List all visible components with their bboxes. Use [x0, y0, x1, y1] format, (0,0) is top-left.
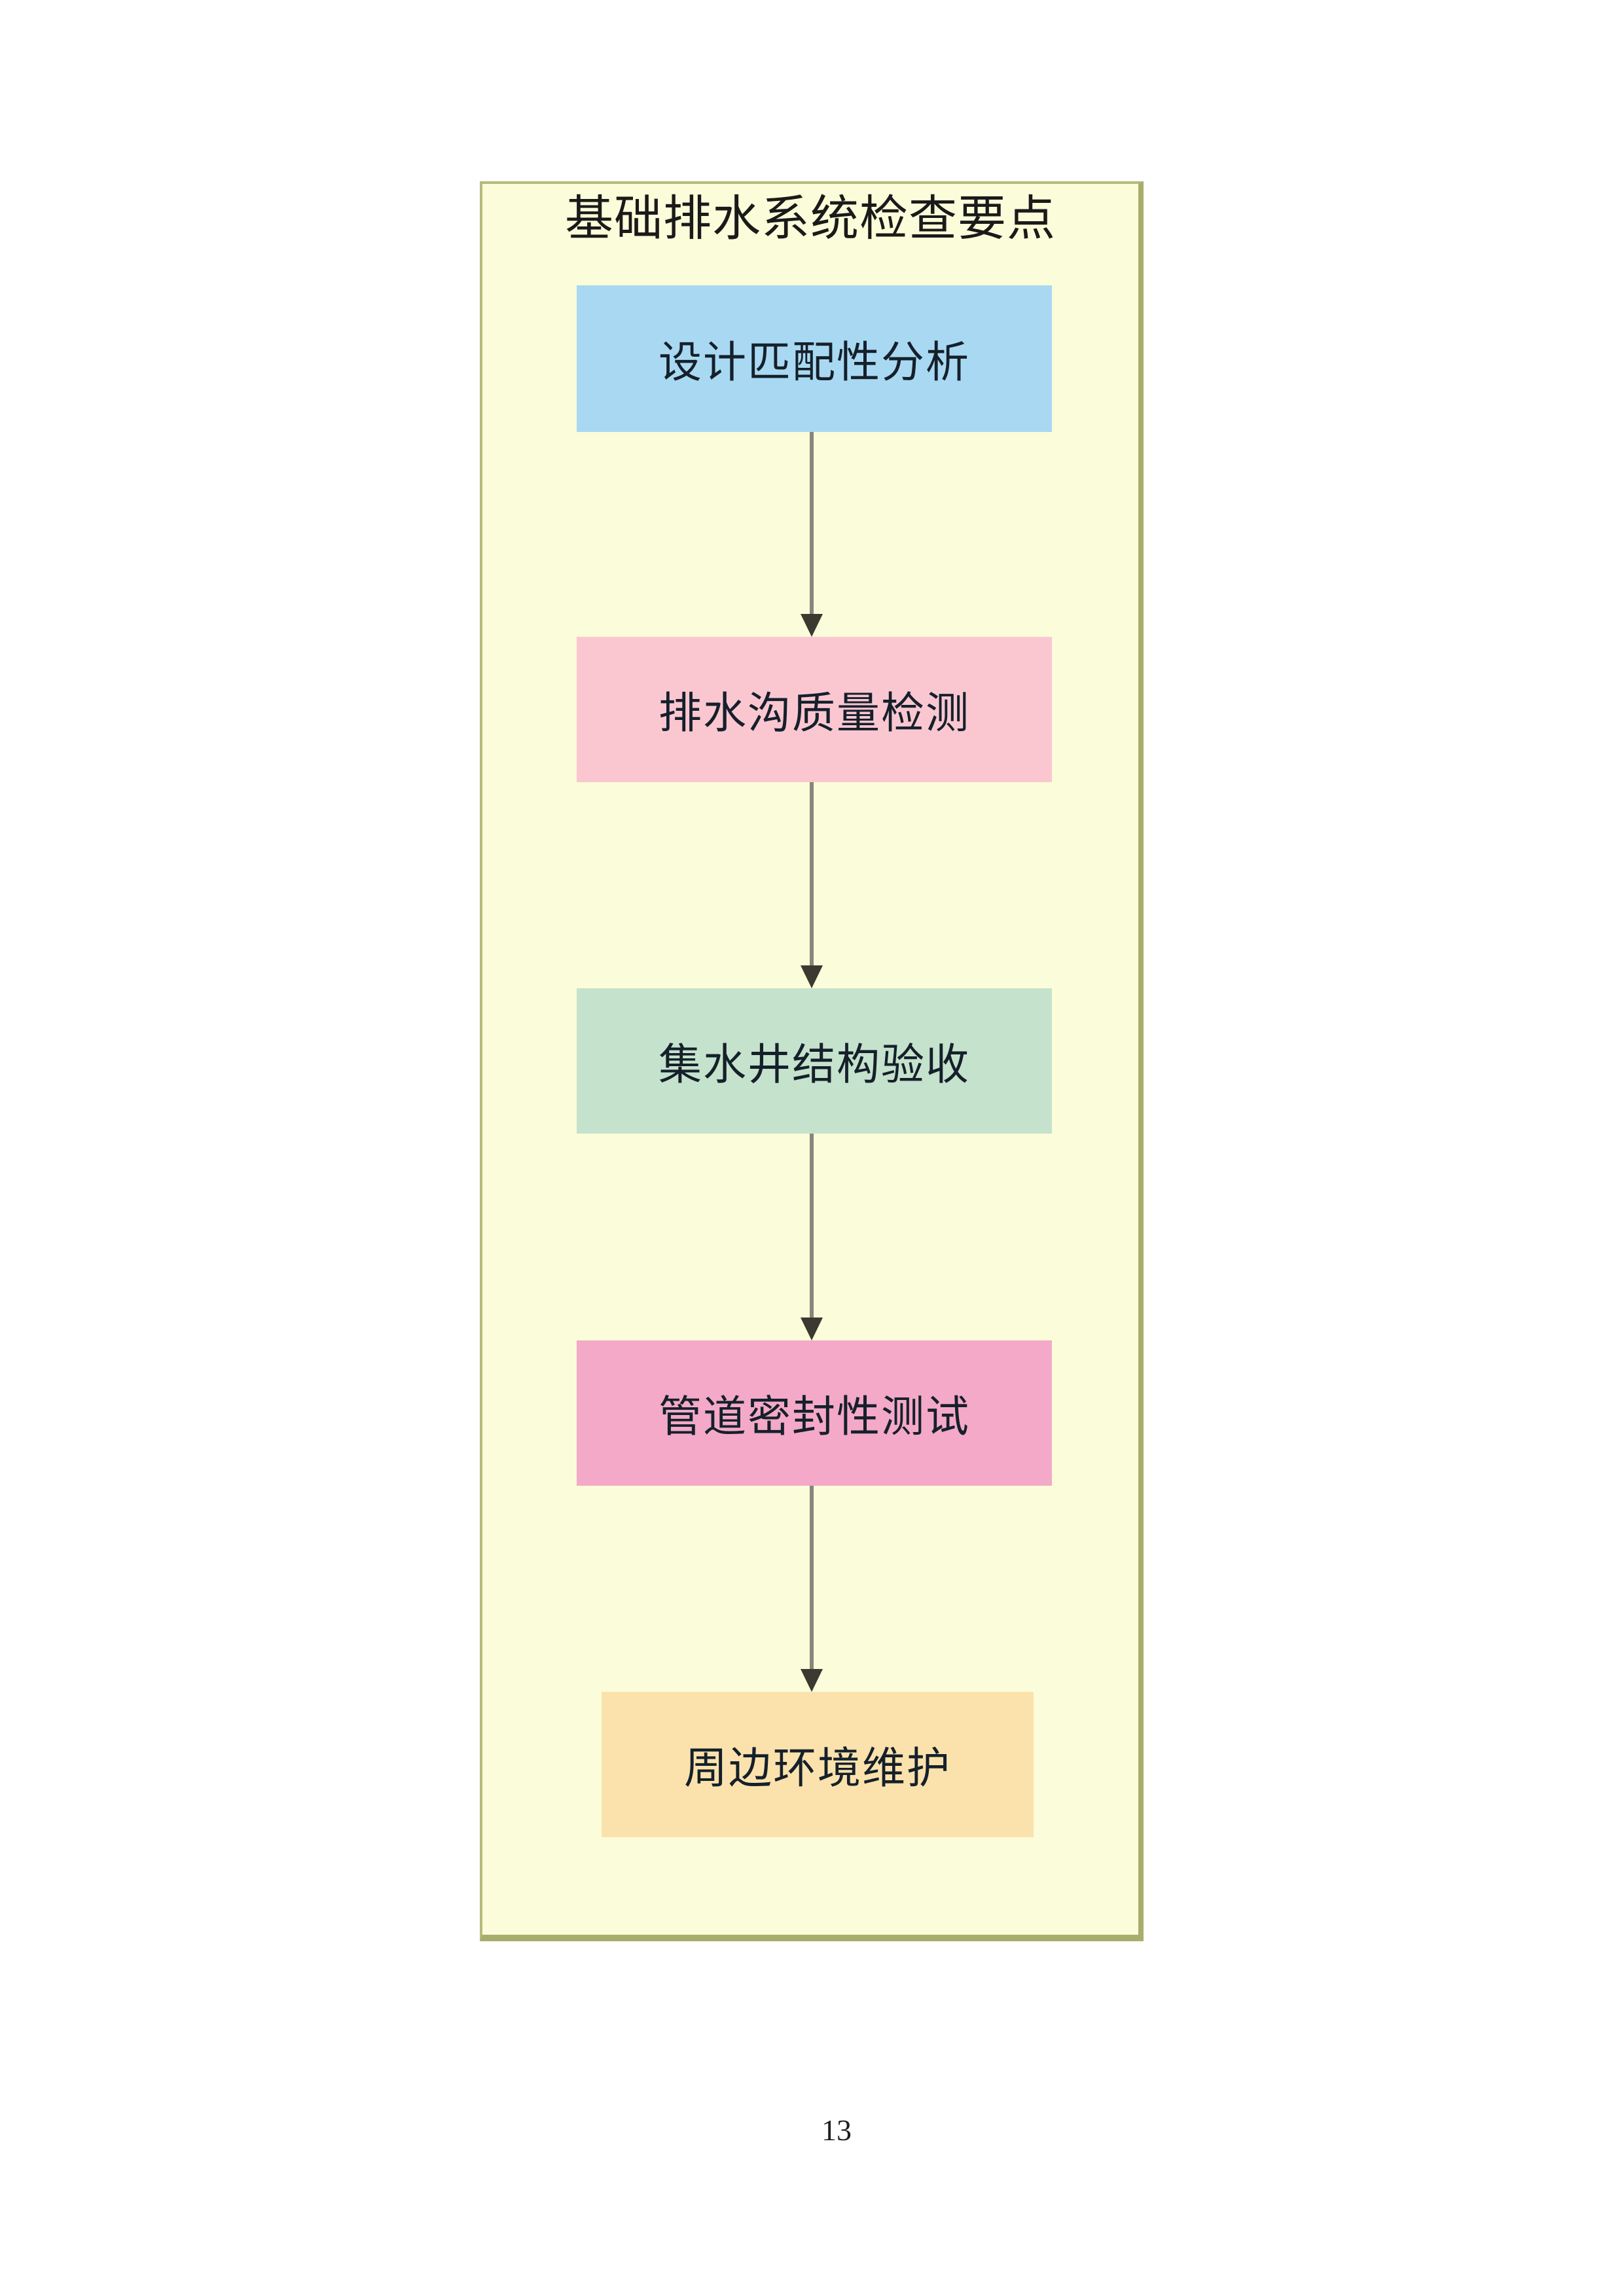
flow-node-surrounding-environment-maintenance: 周边环境维护 [602, 1692, 1034, 1837]
flowchart-title: 基础排水系统检查要点 [565, 191, 1056, 245]
flow-node-label: 设计匹配性分析 [659, 338, 970, 386]
flow-node-pipe-seal-test: 管道密封性测试 [577, 1340, 1052, 1486]
flowchart-panel: 基础排水系统检查要点 设计匹配性分析 排水沟质量检测 集水井结构验收 管道密封性… [480, 181, 1144, 1941]
flow-node-sump-structure-acceptance: 集水井结构验收 [577, 988, 1052, 1134]
flow-arrow-down-icon [801, 782, 823, 988]
flow-arrow-down-icon [801, 1486, 823, 1692]
flow-node-design-match-analysis: 设计匹配性分析 [577, 285, 1052, 432]
page-number: 13 [821, 2113, 852, 2147]
flow-arrow-down-icon [801, 432, 823, 637]
flow-arrow-down-icon [801, 1134, 823, 1340]
flow-node-label: 集水井结构验收 [659, 1040, 970, 1088]
flow-node-label: 周边环境维护 [684, 1744, 951, 1792]
flow-node-drain-ditch-quality-check: 排水沟质量检测 [577, 637, 1052, 782]
flow-node-label: 排水沟质量检测 [659, 689, 970, 737]
flow-node-label: 管道密封性测试 [659, 1392, 970, 1441]
